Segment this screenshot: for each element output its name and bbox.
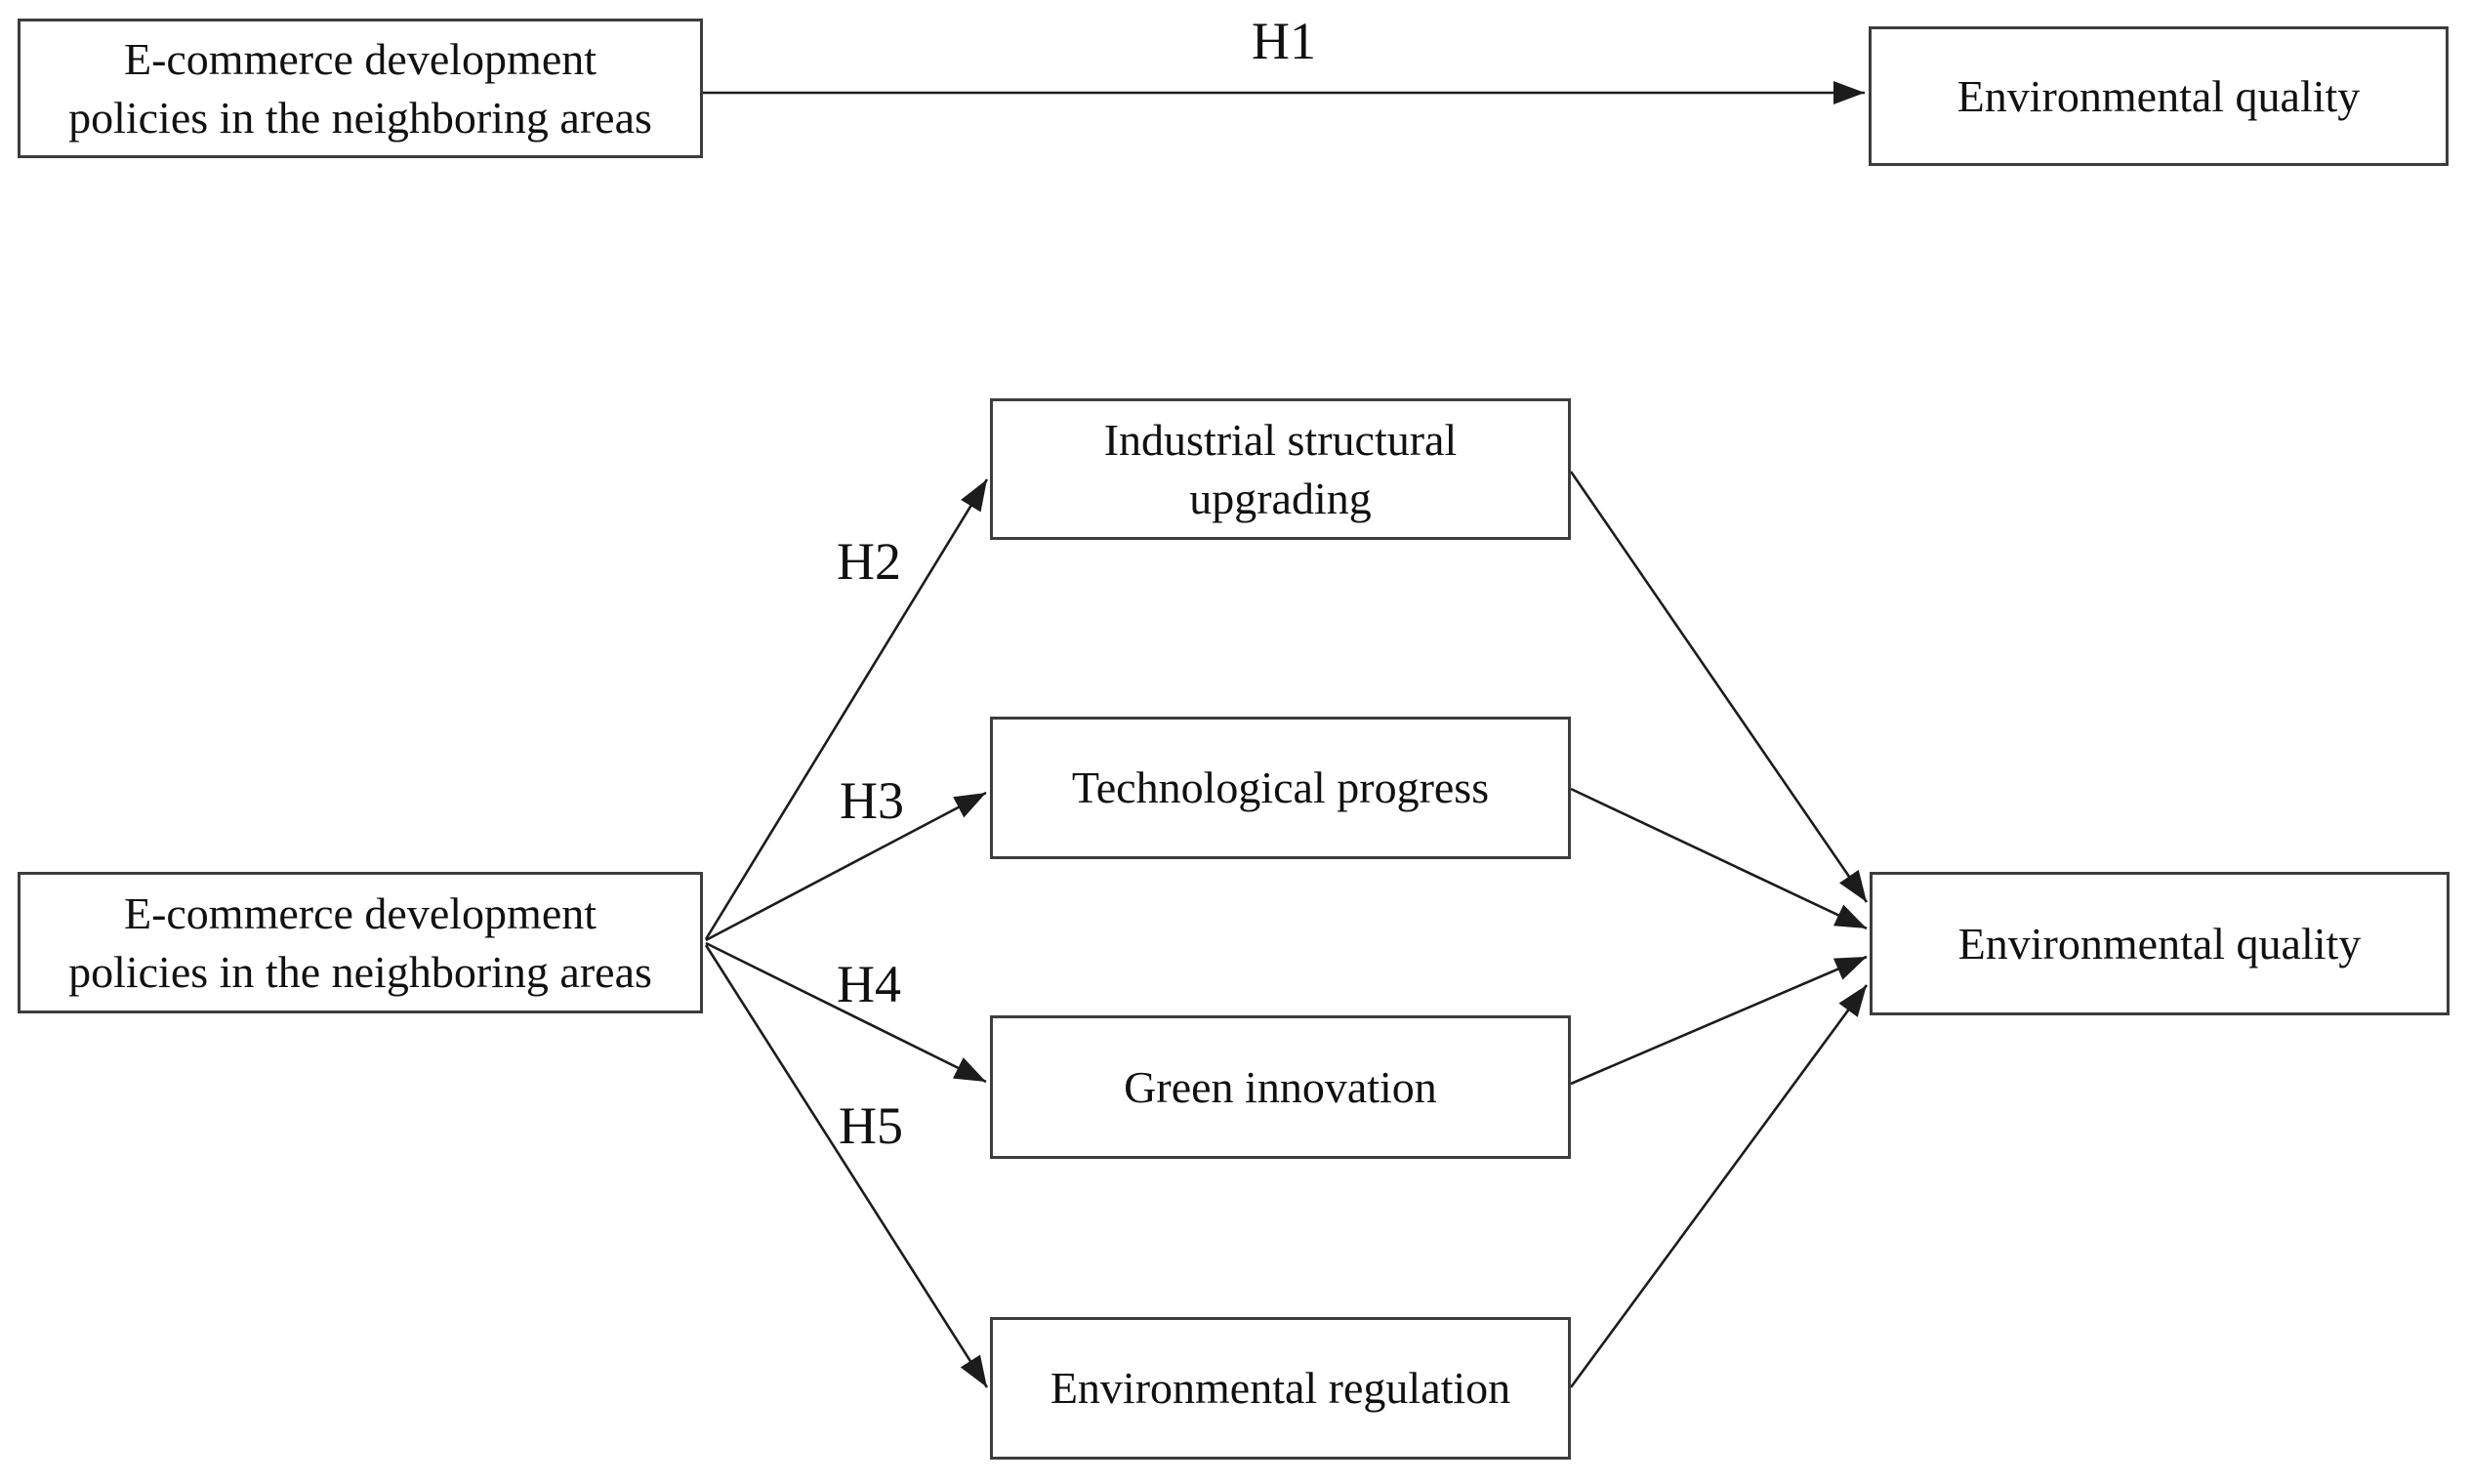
technological-to-environmental-quality-arrow bbox=[1570, 787, 1868, 930]
h3-label: H3 bbox=[840, 771, 904, 830]
top-source-box: E-commerce development policies in the n… bbox=[18, 19, 703, 158]
bottom-target-box: Environmental quality bbox=[1870, 872, 2450, 1015]
top-source-line2: policies in the neighboring areas bbox=[68, 92, 652, 143]
bottom-source-line1: E-commerce development bbox=[123, 887, 597, 938]
h5-arrow bbox=[704, 944, 989, 1388]
mediator-industrial-line2: upgrading bbox=[1189, 473, 1372, 523]
top-target-box: Environmental quality bbox=[1869, 26, 2449, 166]
bottom-source-box: E-commerce development policies in the n… bbox=[18, 872, 703, 1013]
bottom-source-line2: policies in the neighboring areas bbox=[68, 946, 652, 997]
h2-arrow bbox=[704, 478, 989, 940]
h4-label: H4 bbox=[837, 955, 901, 1013]
mediator-technological-line1: Technological progress bbox=[1071, 763, 1490, 813]
mediator-environmental-regulation-line1: Environmental regulation bbox=[1050, 1363, 1511, 1414]
h2-label: H2 bbox=[837, 532, 901, 591]
mediator-industrial-line1: Industrial structural bbox=[1103, 414, 1458, 465]
mediator-green-innovation-box: Green innovation bbox=[990, 1015, 1571, 1159]
h1-label: H1 bbox=[1252, 12, 1316, 70]
environmental-regulation-to-environmental-quality-arrow bbox=[1569, 984, 1869, 1388]
h4-arrow bbox=[705, 941, 987, 1084]
industrial-to-environmental-quality-arrow bbox=[1569, 471, 1869, 903]
h5-label: H5 bbox=[839, 1096, 903, 1155]
mediator-technological-progress-box: Technological progress bbox=[990, 717, 1571, 859]
bottom-target-line1: Environmental quality bbox=[1957, 918, 2362, 969]
mediator-environmental-regulation-box: Environmental regulation bbox=[990, 1317, 1571, 1460]
top-source-line1: E-commerce development bbox=[123, 33, 597, 84]
top-target-line1: Environmental quality bbox=[1956, 70, 2361, 121]
h3-arrow bbox=[705, 791, 987, 942]
green-innovation-to-environmental-quality-arrow bbox=[1570, 955, 1868, 1086]
mediator-green-innovation-line1: Green innovation bbox=[1124, 1061, 1437, 1112]
mediator-industrial-structural-upgrading-box: Industrial structural upgrading bbox=[990, 398, 1571, 540]
